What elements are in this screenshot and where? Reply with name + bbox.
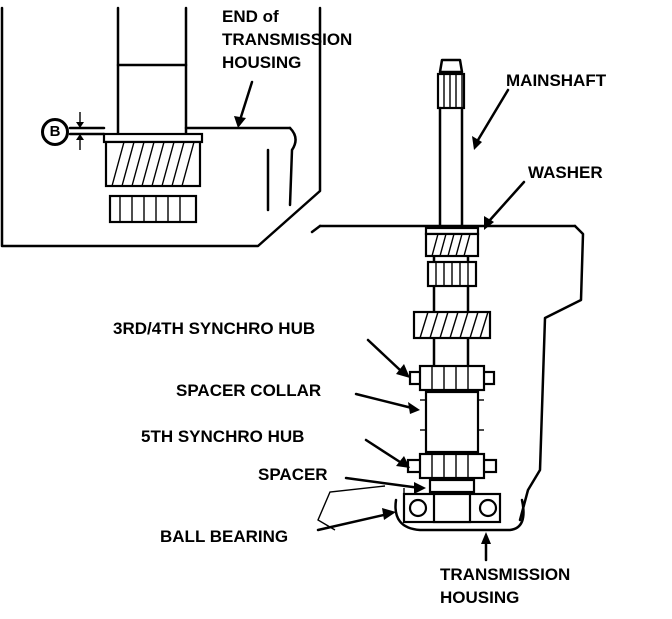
leader-lines (316, 88, 526, 562)
transmission-housing-outline (310, 224, 585, 532)
spacer-collar (420, 390, 484, 454)
label-housing-line-1: TRANSMISSION (440, 565, 571, 584)
synchro-hub-5 (406, 452, 498, 480)
label-synchro-hub-5: 5TH SYNCHRO HUB (141, 427, 305, 446)
label-end-line-3: HOUSING (222, 53, 302, 72)
washer-gear (424, 226, 480, 288)
synchro-hub-3-4 (408, 364, 496, 392)
label-end-line-1: END of (222, 7, 279, 26)
label-synchro-hub-3-4: 3RD/4TH SYNCHRO HUB (113, 319, 316, 338)
label-housing-line-2: HOUSING (440, 588, 520, 607)
label-end-line-2: TRANSMISSION (222, 30, 353, 49)
label-spacer: SPACER (258, 465, 328, 484)
spacer (428, 478, 476, 494)
label-spacer-collar: SPACER COLLAR (176, 381, 322, 400)
label-washer: WASHER (528, 163, 603, 182)
inset-detail (0, 6, 322, 248)
label-mainshaft: MAINSHAFT (506, 71, 607, 90)
label-ball-bearing: BALL BEARING (160, 527, 289, 546)
ball-bearing (402, 492, 502, 524)
helical-gear (412, 310, 492, 340)
b-dimension-marker: B (41, 118, 69, 146)
